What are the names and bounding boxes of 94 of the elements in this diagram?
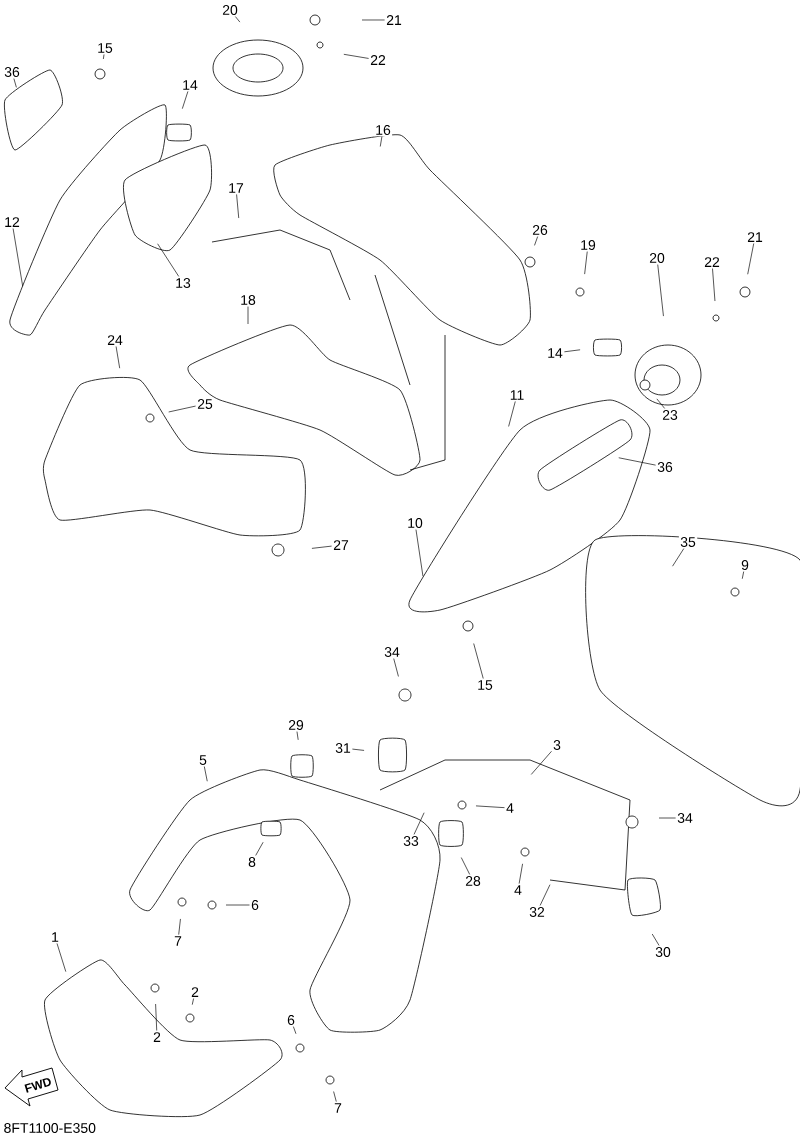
leader-line: [191, 998, 194, 1005]
leader-line: [651, 933, 660, 946]
leader-line: [518, 863, 523, 884]
leader-line: [12, 228, 24, 287]
leader-line: [473, 643, 484, 679]
callout-number: 7: [332, 1101, 344, 1115]
callout-number: 15: [475, 678, 495, 692]
leader-line: [333, 1091, 337, 1102]
leader-line: [658, 817, 676, 819]
part-code: 8FT1100-E350: [4, 1123, 96, 1133]
callout-number: 36: [2, 65, 22, 79]
callout-number: 13: [173, 276, 193, 290]
leader-line: [741, 571, 745, 580]
callout-number: 23: [660, 408, 680, 422]
callout-number: 29: [286, 718, 306, 732]
leader-line: [311, 545, 332, 549]
callout-number: 21: [384, 13, 404, 27]
callout-number: 10: [405, 516, 425, 530]
callout-number: 2: [189, 985, 201, 999]
callout-number: 15: [95, 41, 115, 55]
callout-number: 20: [647, 251, 667, 265]
leader-line: [656, 398, 665, 409]
callout-number: 27: [331, 538, 351, 552]
leader-line: [475, 805, 505, 808]
leader-line: [657, 264, 664, 317]
callout-number: 36: [655, 460, 675, 474]
callout-number: 34: [675, 811, 695, 825]
callout-number: 5: [197, 753, 209, 767]
leader-line: [352, 748, 365, 751]
leader-line: [293, 1026, 297, 1035]
callout-number: 32: [527, 905, 547, 919]
leader-line: [379, 136, 383, 147]
leader-line: [584, 251, 588, 275]
leader-line: [712, 268, 716, 302]
leader-line: [115, 346, 121, 369]
leader-line: [235, 16, 241, 23]
leader-line: [56, 943, 67, 972]
leader-line: [508, 401, 516, 427]
leader-line: [534, 236, 538, 246]
leader-line: [361, 19, 385, 21]
callout-number: 22: [368, 53, 388, 67]
leader-line: [236, 194, 240, 219]
callout-number: 3: [551, 738, 563, 752]
callout-number: 21: [745, 230, 765, 244]
callout-number: 26: [530, 223, 550, 237]
callout-number: 2: [151, 1030, 163, 1044]
callout-number: 25: [195, 397, 215, 411]
callout-number: 17: [226, 181, 246, 195]
callout-number: 14: [545, 346, 565, 360]
callout-number: 30: [653, 945, 673, 959]
callout-number: 14: [180, 78, 200, 92]
callout-number: 6: [249, 898, 261, 912]
leader-line: [168, 405, 196, 413]
callout-number: 6: [285, 1013, 297, 1027]
leader-line: [247, 306, 249, 325]
callout-number: 11: [508, 388, 526, 402]
callout-number: 31: [333, 741, 353, 755]
callout-number: 1: [49, 930, 61, 944]
leader-line: [393, 658, 399, 677]
callout-number: 19: [578, 238, 598, 252]
callout-number: 18: [238, 293, 258, 307]
callout-number: 35: [678, 535, 698, 549]
callout-number: 4: [504, 801, 516, 815]
leader-line: [157, 243, 180, 277]
leader-line: [539, 884, 551, 906]
leader-line: [413, 812, 425, 835]
leader-line: [296, 731, 299, 741]
callout-number: 8: [246, 855, 258, 869]
leader-line: [460, 857, 471, 875]
leader-line: [13, 78, 17, 88]
callout-number: 34: [382, 645, 402, 659]
callout-number: 4: [512, 883, 524, 897]
leader-line: [155, 1003, 158, 1031]
leader-line: [343, 53, 369, 59]
callout-number: 9: [739, 558, 751, 572]
leader-line: [182, 91, 189, 109]
leader-line: [618, 457, 656, 466]
callout-number: 20: [220, 3, 240, 17]
callout-number: 22: [702, 255, 722, 269]
leader-line: [103, 54, 105, 60]
leader-line: [255, 841, 264, 856]
leader-line: [203, 766, 208, 782]
leader-line: [672, 548, 685, 567]
callout-number: 12: [2, 215, 22, 229]
leader-line: [178, 918, 181, 935]
callout-number: 7: [172, 934, 184, 948]
callout-number: 16: [373, 123, 393, 137]
leader-line: [747, 243, 755, 275]
leader-line: [564, 349, 581, 353]
leader-line: [225, 904, 250, 906]
leader-line: [415, 529, 424, 577]
callout-number: 28: [463, 874, 483, 888]
callout-number: 24: [105, 333, 125, 347]
leader-line: [530, 750, 552, 775]
